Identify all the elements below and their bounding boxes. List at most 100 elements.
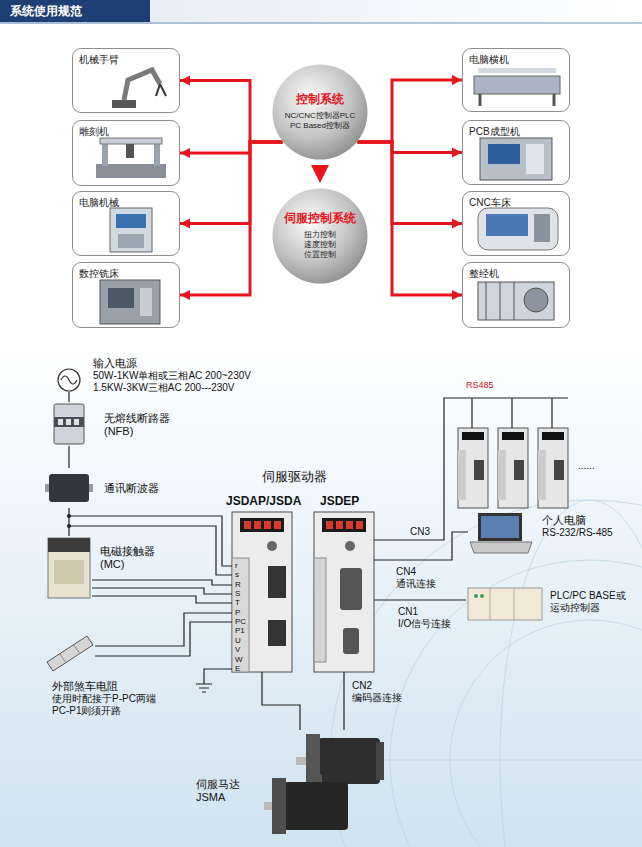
ac-circle <box>58 369 80 391</box>
pcb-panel <box>526 144 544 174</box>
filter-tab <box>45 484 49 492</box>
laptop-base <box>470 542 532 553</box>
breaker-picture <box>54 404 84 444</box>
arrowhead <box>180 148 190 158</box>
connector <box>180 76 283 143</box>
device-heading: JSDAP/JSDA <box>226 494 310 508</box>
terminal-name: U <box>235 636 241 646</box>
breaker-body <box>54 404 84 444</box>
drive-display <box>322 518 366 532</box>
wire <box>92 580 232 585</box>
page-title: 系统使用规范 <box>10 4 82 18</box>
motor-cap <box>376 742 384 780</box>
connector-line <box>357 142 462 153</box>
motor-body <box>284 782 348 830</box>
breaker-toggle <box>74 419 79 425</box>
motor-body <box>318 738 380 784</box>
display-digit <box>264 521 271 529</box>
knit-body <box>474 76 560 94</box>
device-note: 使用时配接于P-PC两端 PC-P1则须开路 <box>52 693 174 717</box>
servo-motor-picture <box>264 734 384 834</box>
header-tab <box>0 0 150 22</box>
small-strip <box>458 450 466 500</box>
note-label: CN3 <box>410 526 430 538</box>
small-connector <box>514 460 524 480</box>
display-digit <box>356 521 363 529</box>
terminal-name: V <box>235 645 240 655</box>
globe-line <box>450 620 642 847</box>
pcb-window <box>488 144 520 164</box>
small-display <box>462 432 484 440</box>
small-connector <box>554 460 564 480</box>
arrowhead <box>180 290 190 300</box>
engraver-table <box>96 164 166 178</box>
brake-resistor-picture <box>47 636 93 671</box>
computer-machine-picture <box>110 208 152 252</box>
device-label: 电磁接触器 (MC) <box>100 545 164 571</box>
arm-base <box>112 100 136 108</box>
plc-picture <box>468 588 542 620</box>
display-digit <box>254 521 261 529</box>
dsub-connector <box>343 628 359 654</box>
device-heading: JSDEP <box>320 494 382 508</box>
device-heading: 电磁接触器 (MC) <box>100 545 164 571</box>
device-node: JSDEP <box>314 512 374 672</box>
breaker-band <box>54 417 84 427</box>
terminal-name: S <box>235 589 240 599</box>
motor-connector <box>306 774 322 782</box>
application-box: 机械手臂 <box>72 48 180 113</box>
small-display <box>542 432 564 440</box>
wire <box>92 596 232 603</box>
filter-picture <box>45 474 93 502</box>
wire <box>204 669 232 684</box>
plc-body <box>468 588 542 620</box>
connector <box>357 142 462 300</box>
connector <box>357 75 462 142</box>
connector-line <box>95 613 232 646</box>
arrowhead <box>452 219 462 229</box>
lathe-body <box>478 208 558 250</box>
note-label: ...... <box>578 460 595 472</box>
knit-leg <box>553 94 556 106</box>
resistor-ring <box>60 654 66 663</box>
pcb-body <box>480 138 552 180</box>
small-strip <box>498 450 506 500</box>
terminal-name: s <box>235 570 239 580</box>
box-label: CNC车床 <box>469 197 511 209</box>
engraver-beam <box>100 138 162 144</box>
laptop-screen <box>478 513 522 541</box>
motor-shaft <box>296 757 306 765</box>
wire <box>95 622 232 656</box>
rs485-bus <box>374 398 568 540</box>
lathe-panel <box>534 214 550 242</box>
drive-a-picture <box>232 512 292 672</box>
circle-fill <box>273 189 368 284</box>
device-label: 个人电脑RS-232/RS-485 <box>542 514 636 539</box>
knit-leg <box>479 94 482 106</box>
note-label: 伺服驱动器 <box>262 469 327 484</box>
device-heading: 伺服马达 JSMA <box>196 778 248 804</box>
globe-line <box>390 560 642 847</box>
laptop-picture <box>470 513 532 553</box>
connector <box>262 672 300 730</box>
connector <box>357 142 462 229</box>
device-label: 外部煞车电阻使用时配接于P-PC两端 PC-P1则须开路 <box>52 680 174 717</box>
small-drive <box>498 428 528 508</box>
application-box: 数控铣床 <box>72 262 180 328</box>
small-display <box>502 432 524 440</box>
laptop-display <box>481 516 519 538</box>
header: 系统使用规范 <box>0 0 642 24</box>
device-heading: 无熔线断路器 (NFB) <box>104 412 178 438</box>
circle-heading: 控制系统 <box>296 92 344 106</box>
contactor-face <box>54 560 84 584</box>
resistor-ring <box>74 645 80 654</box>
engraver-picture <box>96 138 166 178</box>
wiring <box>69 398 568 692</box>
connector-line <box>357 80 462 142</box>
connector-label: CN4 通讯连接 <box>396 566 442 590</box>
arm-link <box>124 70 160 100</box>
device-heading: 外部煞车电阻 <box>52 680 174 693</box>
device-node: PLC/PC BASE或 运动控制器 <box>466 584 544 622</box>
